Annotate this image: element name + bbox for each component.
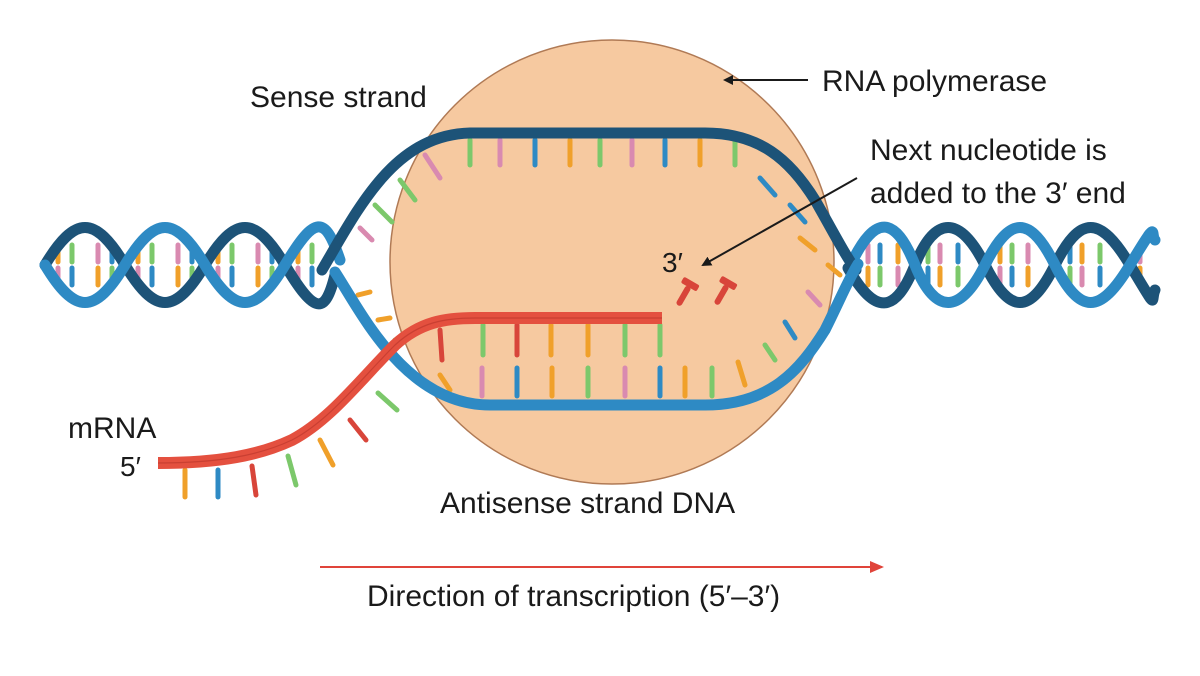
nucleotide-base	[797, 235, 818, 253]
antisense-label: Antisense strand DNA	[440, 487, 735, 520]
direction-label: Direction of transcription (5′–3′)	[367, 580, 780, 613]
right-double-helix	[842, 221, 1161, 309]
nucleotide-base	[805, 289, 823, 308]
sense-strand-label: Sense strand	[250, 81, 427, 114]
nucleotide-base	[375, 315, 393, 323]
nucleotide-base	[735, 359, 748, 388]
antisense-strand	[329, 258, 864, 411]
next-nucleotide-label-line2: added to the 3′ end	[870, 177, 1126, 210]
left-double-helix	[39, 221, 346, 310]
rna-polymerase-label: RNA polymerase	[822, 65, 1047, 98]
nucleotide-base	[825, 262, 843, 278]
nucleotide-base	[397, 177, 418, 203]
next-nucleotide-pointer	[701, 177, 858, 266]
sense-strand	[316, 127, 862, 276]
nucleotide-base	[762, 342, 778, 363]
nucleotide-base	[375, 390, 400, 413]
five-prime-label: 5′	[120, 451, 141, 482]
nucleotide-base	[787, 202, 808, 225]
nucleotide-base	[437, 372, 453, 393]
nucleotide-base	[422, 152, 443, 181]
next-nucleotide-label-line1: Next nucleotide is	[870, 134, 1107, 167]
incoming-nucleotides	[676, 276, 738, 306]
nucleotide-base	[757, 175, 778, 198]
mrna-label: mRNA	[68, 412, 156, 445]
nucleotide-base	[355, 289, 373, 298]
nucleotide-base	[437, 327, 445, 363]
nucleotide-base	[357, 225, 375, 243]
nucleotide-base	[372, 202, 395, 225]
nucleotide-base	[347, 417, 369, 443]
nucleotide-base	[782, 319, 798, 341]
nucleotide-base	[317, 437, 336, 468]
three-prime-label: 3′	[662, 247, 683, 278]
mrna-bases	[182, 322, 663, 500]
nucleotide-base	[249, 463, 259, 498]
rna-polymerase-body	[389, 39, 835, 485]
nucleotide-base	[285, 453, 299, 488]
bubble-bases	[355, 137, 843, 399]
